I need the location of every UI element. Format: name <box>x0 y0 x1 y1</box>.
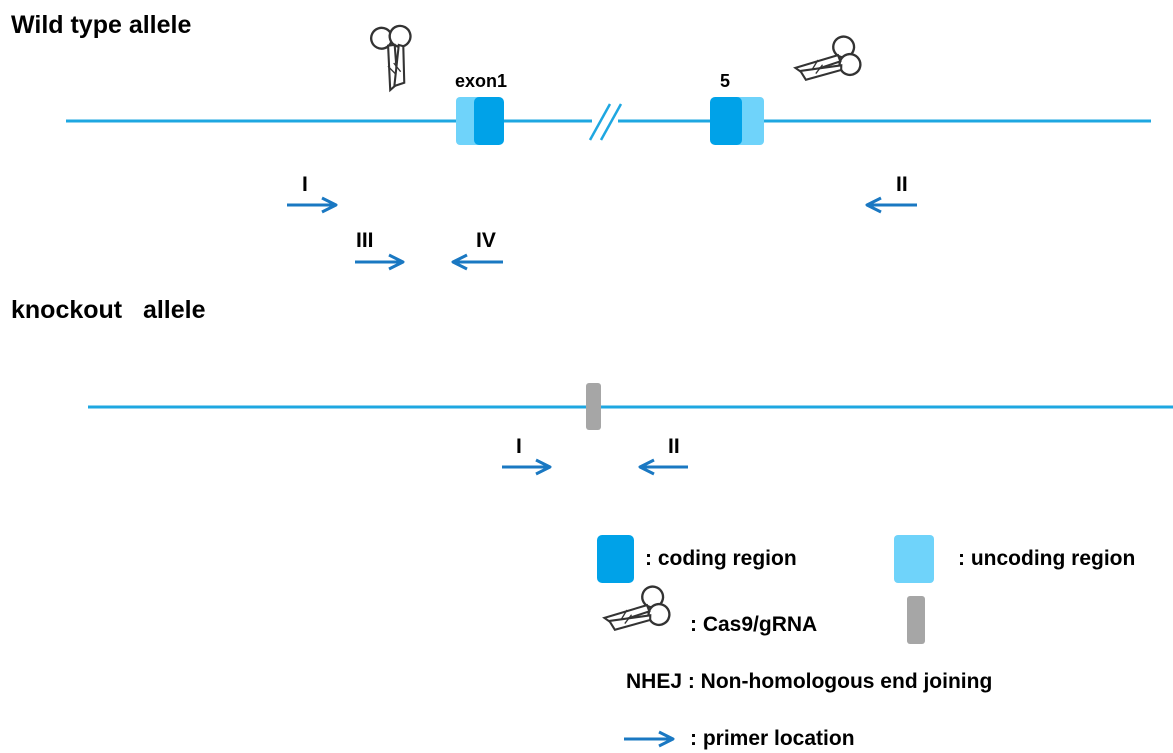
wild-type-title: Wild type allele <box>11 11 192 39</box>
legend-coding-label: : coding region <box>645 547 797 570</box>
exon1-label: exon1 <box>455 71 508 91</box>
exon5-label: 5 <box>720 71 731 91</box>
primer-label-III: III <box>356 229 374 252</box>
legend-scissors-icon <box>601 581 678 650</box>
scissors-icon <box>792 31 869 100</box>
primer-arrow-II-ko <box>638 458 688 476</box>
legend-uncoding-swatch <box>894 535 934 583</box>
primer-arrow-I <box>287 196 338 214</box>
exon1-coding-region <box>474 97 504 145</box>
primer-arrow-II <box>865 196 917 214</box>
break-slash-1 <box>588 103 612 141</box>
primer-label-IV: IV <box>476 229 496 252</box>
primer-arrow-III <box>355 253 405 271</box>
exon5-coding-region <box>710 97 742 145</box>
legend-primer-arrow <box>624 730 675 748</box>
break-slash-2 <box>599 103 623 141</box>
legend-uncoding-label: : uncoding region <box>958 547 1136 570</box>
scissors-icon <box>367 18 427 93</box>
legend-nhej-label: NHEJ : Non-homologous end joining <box>626 670 993 693</box>
nhej-site <box>586 383 601 430</box>
legend-cas9-label: : Cas9/gRNA <box>690 613 818 636</box>
legend-primer-label: : primer location <box>690 727 855 750</box>
legend-coding-swatch <box>597 535 634 583</box>
primer-label-I: I <box>302 173 308 196</box>
primer-label-II: II <box>896 173 908 196</box>
knockout-title: knockout allele <box>11 296 206 324</box>
primer-label-II-ko: II <box>668 435 680 458</box>
primer-arrow-IV <box>451 253 503 271</box>
primer-arrow-I-ko <box>502 458 552 476</box>
primer-label-I-ko: I <box>516 435 522 458</box>
legend-nhej-swatch <box>907 596 925 644</box>
